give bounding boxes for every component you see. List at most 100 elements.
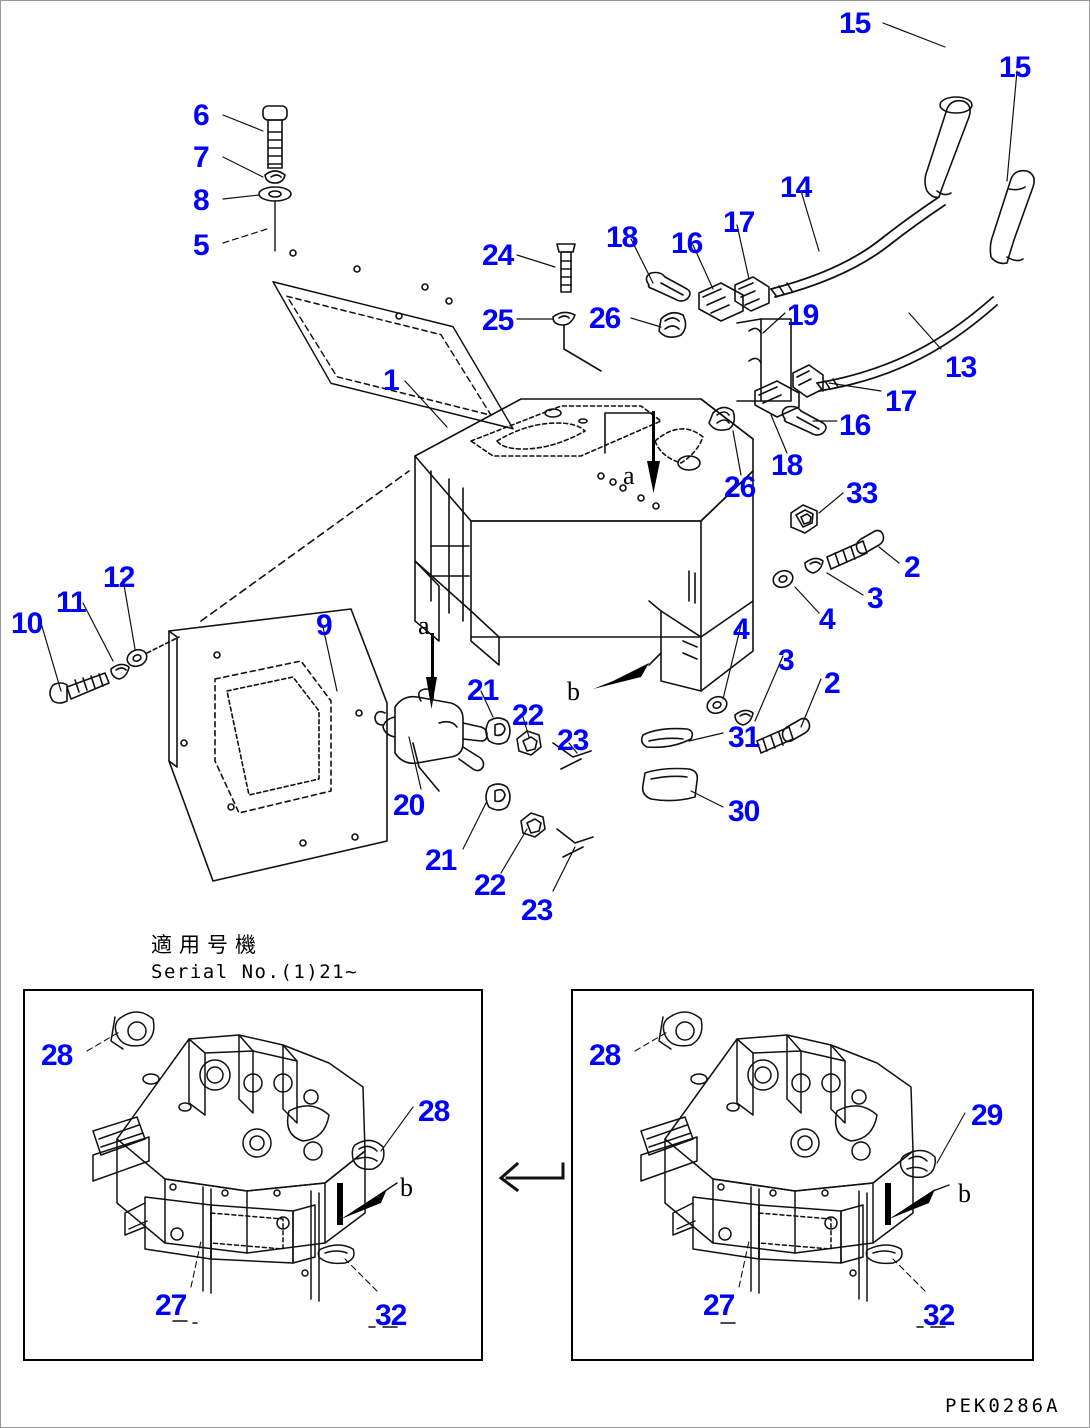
detail-panel-right-drawing [573,991,1036,1363]
transfer-arrow-left [489,1156,579,1201]
coverplate-5-art [272,249,514,430]
washer-4-upper-art [772,569,794,589]
callout-12: 12 [103,561,135,594]
callout-4-upper: 4 [819,603,836,636]
bolt-6-art [262,105,288,169]
callout-30: 30 [728,795,760,828]
callout-14: 14 [780,171,812,204]
callout-22-lower: 22 [474,869,506,902]
hoseend-15-upper-art [924,96,973,199]
hoseend-15-lower-art [989,169,1035,265]
callout-2-lower: 2 [824,667,841,700]
serial-note-japanese: 適用号機 [151,933,263,957]
adapter-18-upper-art [645,271,691,302]
plug-28-right-art [351,1139,385,1171]
serial-note-english: Serial No.(1)21~ [151,961,359,983]
adapter-17-upper-art [734,276,770,312]
section-arrow-b-main [593,663,649,689]
grommet-26-lower-art [708,406,736,431]
adapter-17-lower-art [792,364,824,398]
panel-right-callout-32: 32 [923,1299,955,1332]
grommet-26-upper-art [658,311,687,339]
bracket-19-art [736,318,792,402]
part-32-right-art [865,1244,903,1265]
callout-10: 10 [11,607,43,640]
callout-20: 20 [393,789,425,822]
callout-3-upper: 3 [867,582,884,615]
callout-5: 5 [193,229,210,262]
callout-24: 24 [482,239,514,272]
callout-15-upper: 15 [839,7,871,40]
callout-23-upper: 23 [557,724,589,757]
panel-left-section-marker-b: b [400,1173,413,1202]
callout-31: 31 [728,721,760,754]
screw-24-art [556,243,576,293]
section-marker-a-top: a [623,461,635,490]
section-arrow-a-top [647,411,660,493]
callout-22-upper: 22 [512,699,544,732]
panel-left-callout-32: 32 [375,1299,407,1332]
nut-33-art [790,504,818,534]
detail-panel-left-drawing [25,991,485,1363]
callout-4-lower: 4 [733,613,750,646]
section-marker-b-main: b [567,677,580,706]
callout-17-lower: 17 [885,385,917,418]
panel-right-callout-29: 29 [971,1099,1003,1132]
pad-31-art [640,727,694,749]
callout-18-lower: 18 [771,449,803,482]
fitting-21-lower-art [485,783,511,811]
adapter-16-upper-art [698,282,744,322]
callout-21-lower: 21 [425,844,457,877]
detail-panel-left: 28 28 27 32 b [23,989,483,1361]
callout-8: 8 [193,184,210,217]
hose-14-art [770,196,946,298]
plug-29-art [899,1149,936,1179]
detail-panel-right: 28 29 27 32 b [571,989,1034,1361]
callout-18-upper: 18 [606,221,638,254]
callout-3-lower: 3 [778,644,795,677]
callout-17-upper: 17 [723,206,755,239]
callout-15-lower: 15 [999,51,1031,84]
callout-25: 25 [482,304,514,337]
adapter-18-lower-art [781,405,827,436]
plug-28-left-art [110,1011,155,1050]
callout-33: 33 [846,477,878,510]
panel-left-callout-27: 27 [155,1289,187,1322]
part-32-left-art [317,1244,355,1265]
lockwasher-3-upper-art [804,557,824,574]
adapter-16-lower-art [754,380,800,418]
panel-right-callout-27: 27 [703,1289,735,1322]
callout-23-lower: 23 [521,894,553,927]
washer-12-art [126,648,148,668]
washer-8-art [258,186,292,202]
serial-note: 適用号機 Serial No.(1)21~ [151,929,358,983]
callout-6: 6 [193,99,210,132]
bolt-10-art [49,672,110,704]
panel-right-callout-28: 28 [589,1039,621,1072]
washer-4-lower-art [706,695,728,715]
plug-28-right-panel-art [658,1011,703,1050]
callout-2-upper: 2 [904,551,921,584]
sidecover-9-art [168,470,410,882]
console-housing-1-art [414,398,754,692]
drawing-number: PEK0286A [945,1395,1061,1417]
callout-11: 11 [56,586,87,619]
callout-16-lower: 16 [839,409,871,442]
callout-21-upper: 21 [467,674,499,707]
lockwasher-11-art [110,663,130,680]
bolt-2-upper-art [826,529,885,570]
section-marker-a-left: a [418,611,430,640]
pad-30-art [641,767,699,802]
callout-13: 13 [945,351,977,384]
callout-16-upper: 16 [671,227,703,260]
callout-9: 9 [316,609,333,642]
callout-7: 7 [193,141,210,174]
panel-right-section-marker-b: b [958,1179,971,1208]
callout-1: 1 [383,364,400,397]
callout-26-upper: 26 [589,302,621,335]
section-arrow-a-left [426,633,437,709]
bolt-2-lower-art [756,717,811,754]
callout-26-lower: 26 [724,471,756,504]
fitting-21-upper-art [485,717,511,745]
